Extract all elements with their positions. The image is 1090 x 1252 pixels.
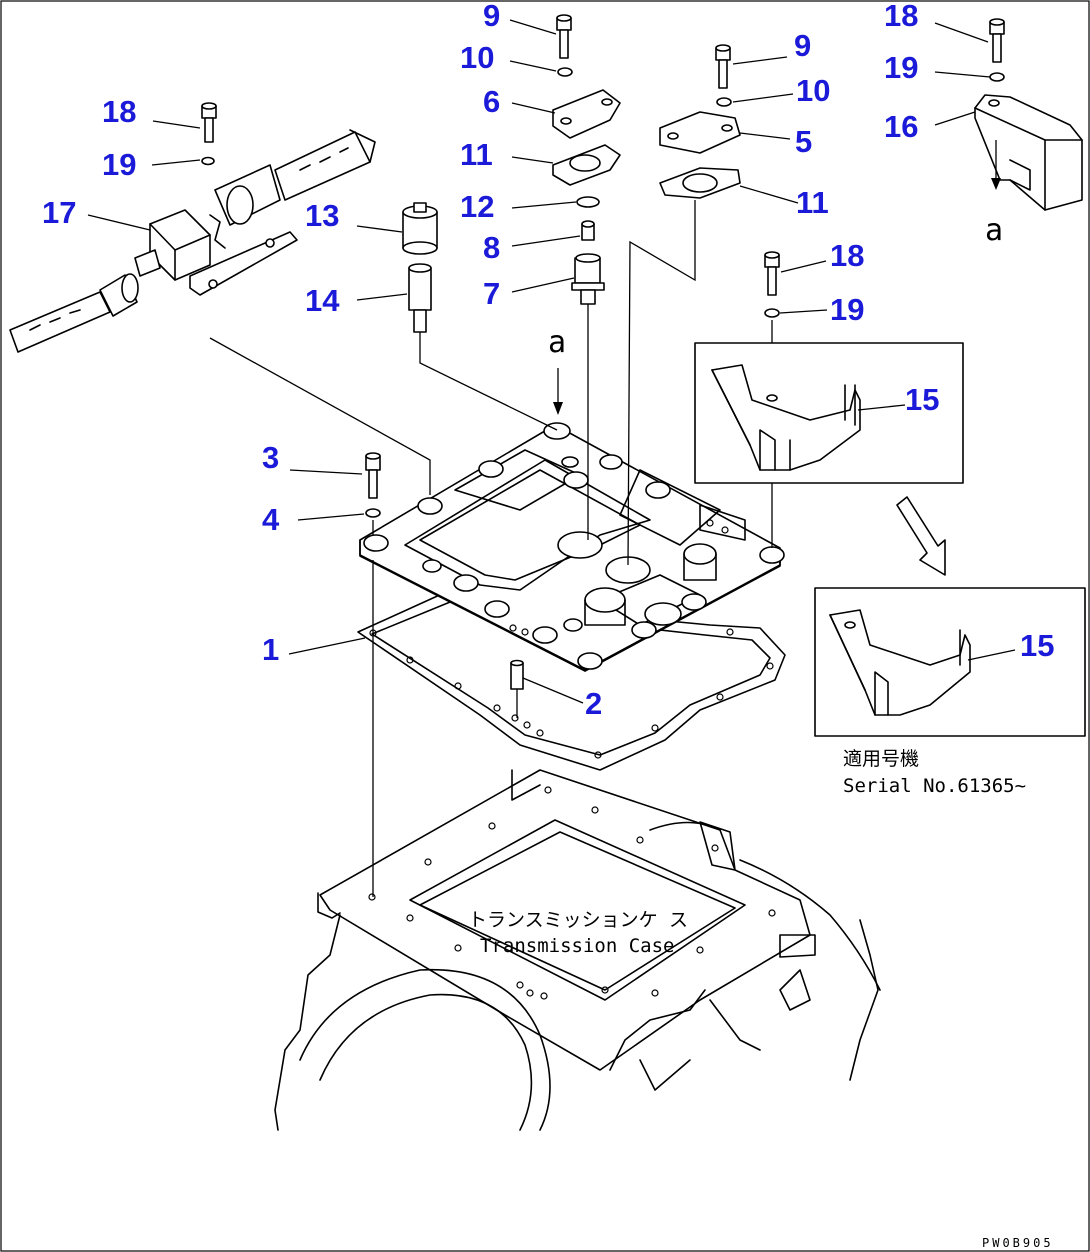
washer-part-19-mid — [764, 308, 780, 318]
callout-10-right: 10 — [796, 73, 830, 108]
callout-9-left: 9 — [483, 0, 500, 33]
callout-19-left: 19 — [102, 147, 136, 182]
transmission-case: トランスミッションケ ス Transmission Case — [274, 769, 881, 1131]
washer-part-19-right — [989, 72, 1005, 82]
sensor-part-7 — [571, 253, 605, 305]
callout-5: 5 — [795, 124, 812, 159]
drawing-code: PW0B905 — [982, 1236, 1054, 1250]
gasket-part-11-right — [659, 167, 741, 199]
washer-part-19-left — [201, 156, 215, 166]
callout-13: 13 — [305, 198, 339, 233]
bracket-part-15-lower — [829, 609, 971, 716]
bolt-part-9-left — [556, 14, 572, 59]
bracket-box-lower — [814, 587, 1086, 737]
bracket-part-15-upper — [711, 364, 861, 471]
callout-17: 17 — [42, 195, 76, 230]
bolt-part-18-left — [201, 102, 217, 143]
solenoid-part-17 — [9, 129, 376, 353]
washer-part-10-right — [716, 97, 732, 107]
callout-18-left: 18 — [102, 94, 136, 129]
dowel-pin-part-2 — [510, 659, 524, 690]
callout-11-right: 11 — [796, 185, 829, 220]
callout-18-right: 18 — [884, 0, 918, 33]
callout-2: 2 — [585, 686, 602, 721]
callout-14: 14 — [305, 283, 340, 318]
gasket-part-11-left — [552, 144, 621, 186]
callout-numbers: 18 19 17 13 14 3 4 1 2 9 10 6 11 12 8 7 … — [42, 0, 1054, 721]
bolt-part-18-mid — [764, 251, 780, 296]
transmission-cover — [359, 422, 785, 672]
bracket-part-16 — [974, 94, 1083, 211]
callout-19-right: 19 — [884, 50, 918, 85]
callout-15-lower: 15 — [1020, 628, 1054, 663]
callout-4: 4 — [262, 502, 280, 537]
callout-16: 16 — [884, 109, 918, 144]
callout-8: 8 — [483, 230, 500, 265]
callout-11-left: 11 — [460, 137, 493, 172]
washer-part-4 — [365, 508, 381, 518]
bolt-part-9-right — [715, 44, 731, 89]
plug-part-8 — [581, 220, 595, 241]
callout-9-right: 9 — [794, 28, 811, 63]
callout-1: 1 — [262, 632, 279, 667]
leader-lines — [87, 19, 1016, 704]
washer-part-10-left — [557, 67, 573, 77]
bracket-box-upper — [694, 342, 964, 484]
callout-15-upper: 15 — [905, 382, 939, 417]
case-label-jp: トランスミッションケ ス — [468, 909, 688, 931]
bolt-part-18-right — [989, 18, 1005, 63]
oring-part-12 — [576, 196, 600, 208]
switch-part-13 — [402, 202, 438, 255]
serial-label-en: Serial No.61365~ — [843, 775, 1026, 797]
plate-part-6 — [552, 89, 621, 139]
callout-19-mid: 19 — [830, 292, 864, 327]
view-letter-top: a — [548, 325, 566, 360]
hollow-arrow — [896, 496, 946, 576]
serial-label-jp: 適用号機 — [843, 748, 919, 770]
spacer-part-14 — [408, 263, 432, 333]
arrow-head-top — [553, 402, 563, 415]
callout-6: 6 — [483, 84, 500, 119]
callout-18-mid: 18 — [830, 238, 864, 273]
callout-10-left: 10 — [460, 40, 494, 75]
callout-7: 7 — [483, 276, 500, 311]
view-letter-side: a — [985, 213, 1003, 248]
case-label-en: Transmission Case — [480, 935, 674, 957]
plate-part-5 — [659, 111, 741, 154]
callout-3: 3 — [262, 440, 279, 475]
bolt-part-3 — [365, 452, 381, 499]
callout-12: 12 — [460, 189, 494, 224]
arrow-head-right — [991, 178, 1001, 190]
